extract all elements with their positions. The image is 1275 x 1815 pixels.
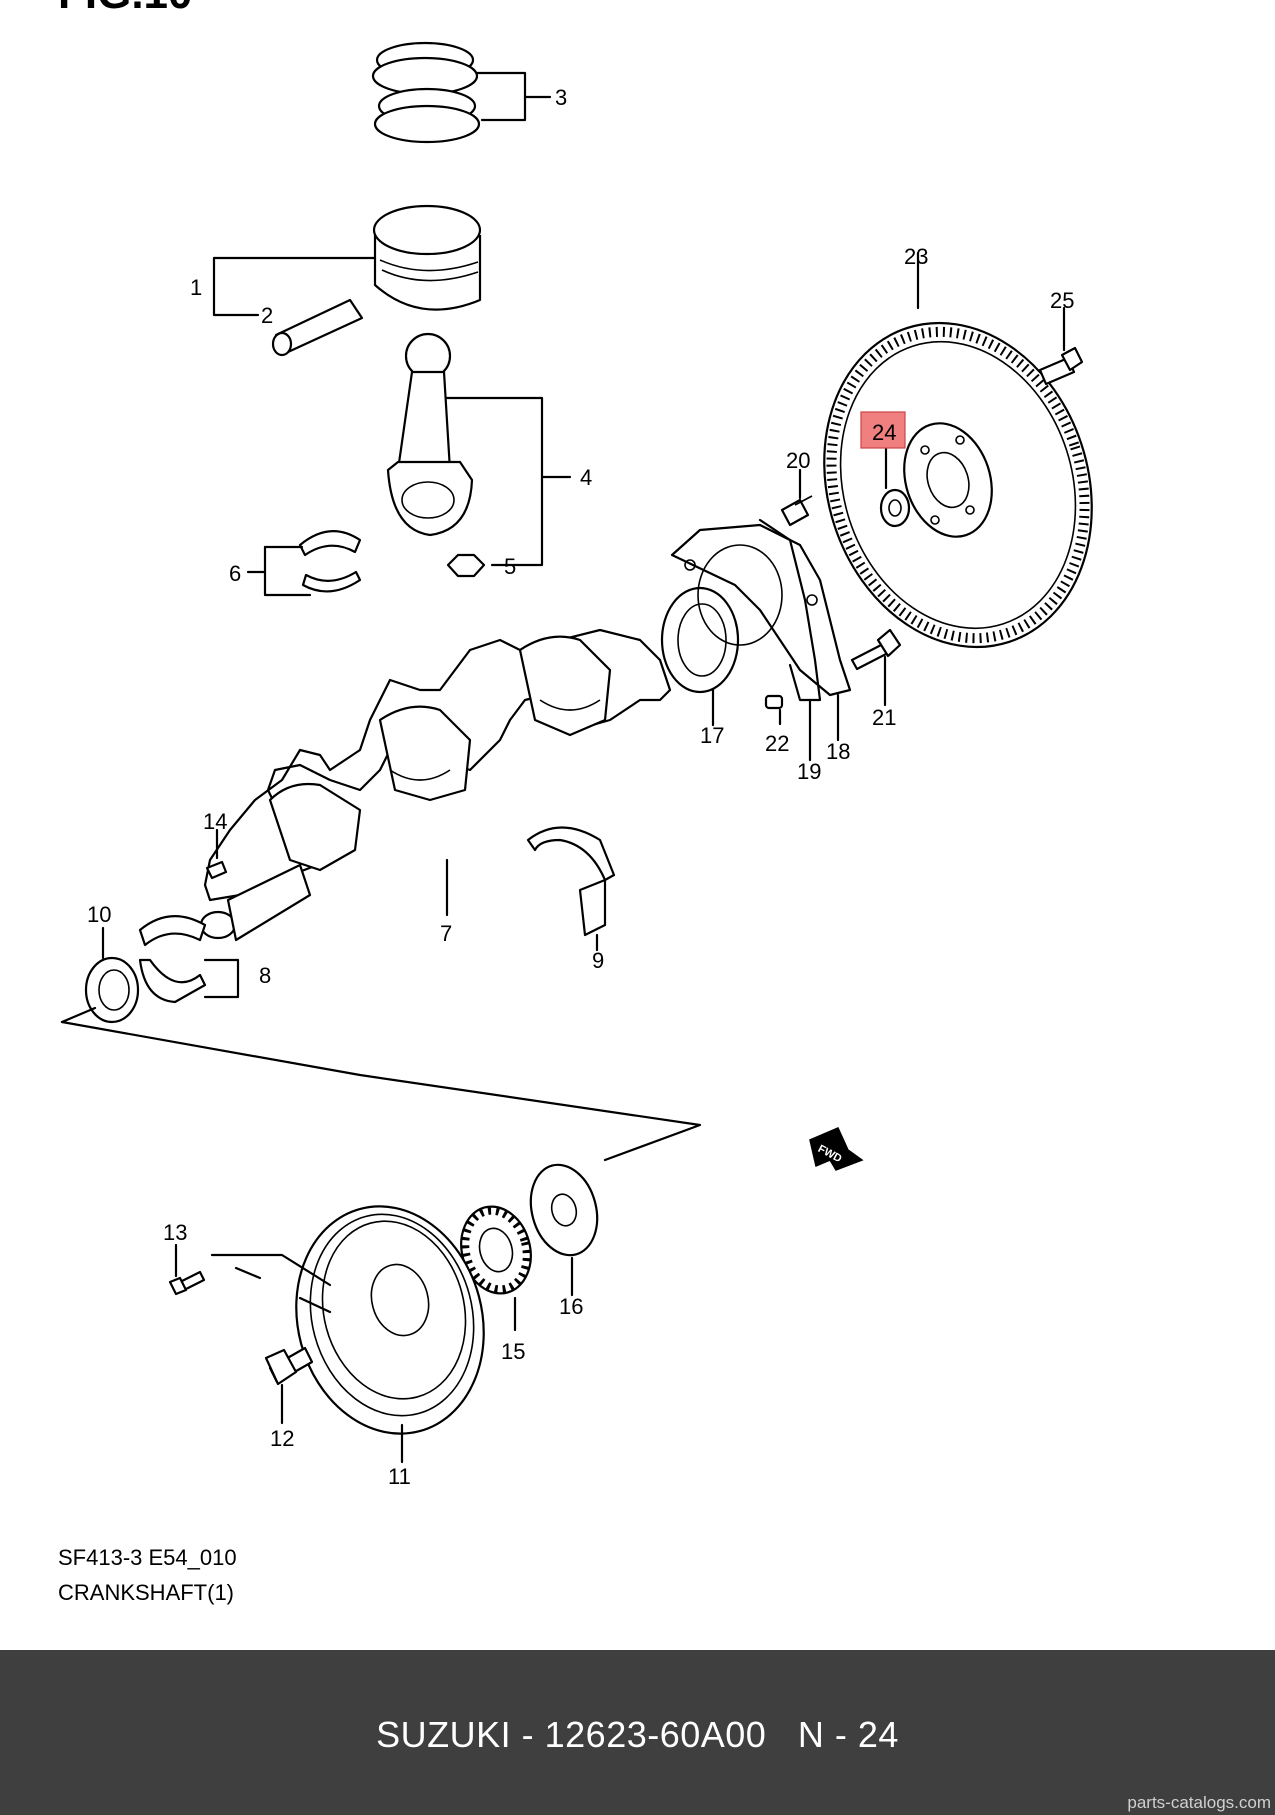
callout-13: 13	[163, 1220, 187, 1245]
rear-oil-seal	[660, 586, 740, 727]
callout-14: 14	[203, 809, 227, 834]
callout-15: 15	[501, 1339, 525, 1364]
callout-25: 25	[1050, 288, 1074, 313]
main-bearing-lower	[526, 826, 616, 952]
callout-4: 4	[580, 465, 592, 490]
piston-rings	[371, 41, 552, 144]
rod-bearing	[246, 530, 362, 597]
callout-3: 3	[555, 85, 567, 110]
footer-title: SUZUKI - 12623-60A00 N - 24	[376, 1714, 899, 1755]
footer-site: parts-catalogs.com	[1127, 1793, 1271, 1812]
figure-label: FIG.10	[58, 0, 193, 18]
connecting-rod	[386, 332, 572, 567]
caption-code: SF413-3 E54_010	[58, 1545, 237, 1570]
housing-bolt	[780, 468, 813, 527]
timing-gear	[460, 1205, 532, 1332]
callout-16: 16	[559, 1294, 583, 1319]
alignment-lines	[60, 1006, 702, 1314]
callout-18: 18	[826, 739, 850, 764]
callout-19: 19	[797, 759, 821, 784]
small-bolt	[168, 1243, 206, 1296]
callout-7: 7	[440, 921, 452, 946]
flywheel-mount-bolt	[1038, 306, 1084, 386]
piston	[212, 204, 482, 317]
callout-10: 10	[87, 902, 111, 927]
callout-9: 9	[592, 948, 604, 973]
exploded-parts-diagram: FIG.10	[58, 0, 1093, 1489]
highlight-box	[860, 411, 906, 449]
pulley-bolt	[264, 1346, 314, 1425]
pilot-bearing	[879, 444, 911, 528]
dowel-pin	[764, 694, 784, 726]
fwd-arrow-icon: FWD	[809, 1127, 864, 1171]
callout-17: 17	[700, 723, 724, 748]
main-bearing-upper	[138, 915, 240, 1004]
callout-20: 20	[786, 448, 810, 473]
crank-pulley	[295, 1205, 485, 1464]
oil-seal-housing	[670, 523, 852, 742]
callout-24: 24	[872, 420, 896, 445]
callout-12: 12	[270, 1426, 294, 1451]
flywheel	[823, 251, 1093, 649]
callout-2: 2	[261, 303, 273, 328]
callout-22: 22	[765, 731, 789, 756]
footer-bar: SUZUKI - 12623-60A00 N - 24 parts-catalo…	[0, 1650, 1275, 1815]
callout-21: 21	[872, 705, 896, 730]
crankshaft	[199, 628, 672, 942]
piston-pin	[271, 298, 364, 357]
callout-11: 11	[388, 1464, 411, 1489]
rod-nut	[446, 553, 486, 578]
callout-1: 1	[190, 275, 202, 300]
callout-6: 6	[229, 561, 241, 586]
caption-title: CRANKSHAFT(1)	[58, 1580, 235, 1605]
crank-key	[205, 828, 228, 880]
seal-housing-gasket	[758, 518, 822, 762]
flywheel-bolt	[850, 628, 902, 707]
front-oil-seal	[84, 926, 140, 1024]
crank-plate	[529, 1163, 599, 1297]
callout-8: 8	[259, 963, 271, 988]
callout-23: 23	[904, 244, 928, 269]
callout-5: 5	[504, 554, 516, 579]
